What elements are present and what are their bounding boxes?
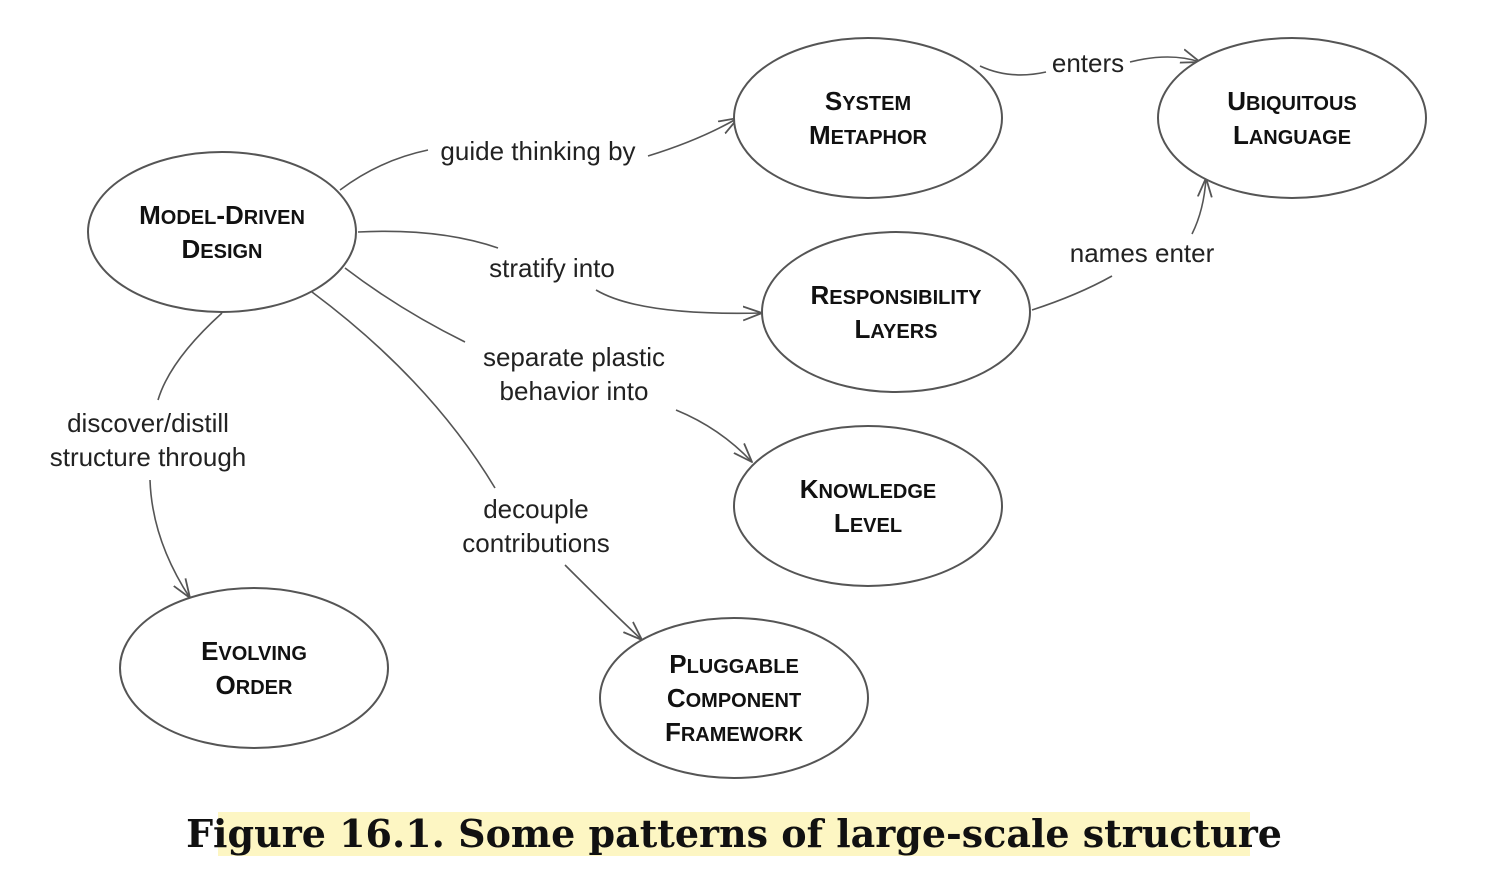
edge-model-driven-design-to-responsibility-layers: stratify into <box>357 230 762 313</box>
edge-line <box>344 267 466 343</box>
edge-label: guide thinking by <box>440 136 635 166</box>
edge-label: stratify into <box>489 253 615 283</box>
node-ellipse <box>761 231 1031 393</box>
edge-line <box>564 564 642 640</box>
edge-label-line: decouple <box>483 494 589 524</box>
node-pluggable-component-framework: PLUGGABLE COMPONENT FRAMEWORK <box>599 617 869 779</box>
edge-line <box>311 291 496 489</box>
node-ellipse <box>733 37 1003 199</box>
node-ellipse <box>733 425 1003 587</box>
edge-line <box>1031 275 1113 311</box>
edge-model-driven-design-to-pluggable-component-framework: decouple contributions <box>311 291 642 640</box>
node-knowledge-level: KNOWLEDGE LEVEL <box>733 425 1003 587</box>
edge-responsibility-layers-to-ubiquitous-language: names enter <box>1031 178 1215 311</box>
node-system-metaphor: SYSTEM METAPHOR <box>733 37 1003 199</box>
node-label-line: FRAMEWORK <box>665 717 804 747</box>
node-label-line: ORDER <box>216 670 293 700</box>
edge-line <box>357 230 499 249</box>
node-label-line: SYSTEM <box>825 86 911 116</box>
edge-label-line: names enter <box>1070 238 1215 268</box>
edge-line <box>675 409 752 462</box>
node-label-line: LAYERS <box>855 314 938 344</box>
edge-line <box>1191 178 1206 235</box>
node-ellipse <box>119 587 389 749</box>
edge-line <box>157 312 223 401</box>
node-label-line: MODEL-DRIVEN <box>139 200 305 230</box>
node-label-line: METAPHOR <box>809 120 928 150</box>
node-model-driven-design: MODEL-DRIVEN DESIGN <box>87 151 357 313</box>
edge-label: discover/distill structure through <box>50 408 247 472</box>
node-ellipse <box>87 151 357 313</box>
node-ellipse <box>1157 37 1427 199</box>
node-label-line: RESPONSIBILITY <box>810 280 982 310</box>
node-label-line: UBIQUITOUS <box>1227 86 1357 116</box>
edge-label-line: contributions <box>462 528 609 558</box>
edge-label-line: behavior into <box>500 376 649 406</box>
edge-line <box>595 289 762 313</box>
node-label-line: PLUGGABLE <box>669 649 799 679</box>
edge-line <box>647 118 738 157</box>
edge-model-driven-design-to-evolving-order: discover/distill structure through <box>50 312 247 598</box>
node-ubiquitous-language: UBIQUITOUS LANGUAGE <box>1157 37 1427 199</box>
edge-model-driven-design-to-system-metaphor: guide thinking by <box>339 118 738 191</box>
edge-label-line: structure through <box>50 442 247 472</box>
edge-system-metaphor-to-ubiquitous-language: enters <box>979 48 1200 78</box>
edge-label: decouple contributions <box>462 494 609 558</box>
node-label-line: COMPONENT <box>667 683 801 713</box>
caption-highlight <box>218 812 1250 856</box>
node-responsibility-layers: RESPONSIBILITY LAYERS <box>761 231 1031 393</box>
edge-label-line: stratify into <box>489 253 615 283</box>
edge-line <box>979 65 1047 76</box>
node-evolving-order: EVOLVING ORDER <box>119 587 389 749</box>
edge-label: separate plastic behavior into <box>483 342 665 406</box>
edge-label: enters <box>1052 48 1124 78</box>
edge-label-line: enters <box>1052 48 1124 78</box>
figure-caption: Figure 16.1. Some patterns of large-scal… <box>186 811 1282 856</box>
node-label-line: LEVEL <box>834 508 902 538</box>
edge-line <box>1129 57 1200 62</box>
node-label-line: KNOWLEDGE <box>800 474 937 504</box>
node-label-line: LANGUAGE <box>1233 120 1351 150</box>
edge-line <box>339 149 429 191</box>
node-ellipse <box>599 617 869 779</box>
edge-line <box>149 479 190 598</box>
edge-label-line: discover/distill <box>67 408 229 438</box>
edge-label-line: guide thinking by <box>440 136 635 166</box>
edge-label-line: separate plastic <box>483 342 665 372</box>
node-label-line: EVOLVING <box>201 636 307 666</box>
edge-label: names enter <box>1070 238 1215 268</box>
edge-model-driven-design-to-knowledge-level: separate plastic behavior into <box>344 267 752 462</box>
node-label-line: DESIGN <box>181 234 262 264</box>
